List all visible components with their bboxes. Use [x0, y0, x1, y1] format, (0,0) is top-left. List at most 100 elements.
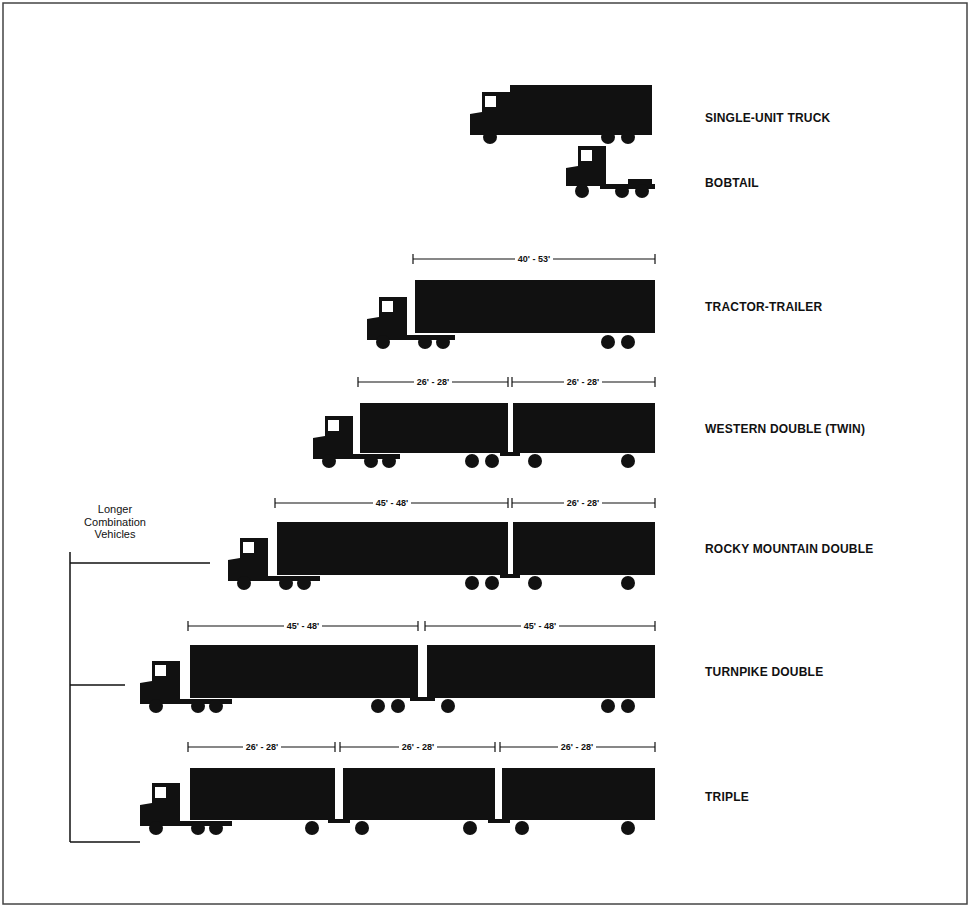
cab	[140, 783, 180, 823]
wheel	[191, 821, 205, 835]
dimension-line	[188, 621, 418, 631]
wheel	[376, 335, 390, 349]
trailer-box	[513, 403, 655, 453]
wheel	[621, 335, 635, 349]
wheel	[371, 699, 385, 713]
wheel	[209, 699, 223, 713]
wheel	[418, 335, 432, 349]
trailer-box	[277, 522, 508, 575]
wheel	[601, 699, 615, 713]
wheel	[621, 699, 635, 713]
dimension-text: 26' - 28'	[564, 498, 602, 508]
fifth-wheel	[628, 179, 652, 184]
cab	[367, 297, 407, 337]
drawbar	[488, 819, 510, 823]
wheel	[465, 454, 479, 468]
cab-window	[243, 542, 254, 553]
dimension-text: 40' - 53'	[515, 254, 553, 264]
wheel	[635, 184, 649, 198]
group-label: Longer Combination Vehicles	[69, 503, 161, 541]
wheel	[305, 821, 319, 835]
wheel	[149, 699, 163, 713]
drawbar	[328, 819, 350, 823]
drawbar	[500, 574, 520, 578]
trailer-box	[360, 403, 508, 453]
dimension-text: 26' - 28'	[564, 377, 602, 387]
wheel	[209, 821, 223, 835]
dimension-line	[500, 742, 655, 752]
truck-silhouettes	[140, 85, 655, 835]
dimension-text: 26' - 28'	[399, 742, 437, 752]
dimension-text: 26' - 28'	[243, 742, 281, 752]
vehicle-name: WESTERN DOUBLE (TWIN)	[705, 422, 865, 436]
cab-window	[485, 96, 496, 107]
dimension-text: 26' - 28'	[414, 377, 452, 387]
lcv-bracket	[70, 552, 210, 842]
wheel	[615, 184, 629, 198]
trailer-box	[415, 280, 655, 333]
wheel	[621, 821, 635, 835]
dimension-line	[425, 621, 655, 631]
frame	[3, 3, 967, 904]
wheel	[485, 576, 499, 590]
dimension-line	[413, 254, 655, 264]
dimension-line	[358, 377, 508, 387]
dimension-text: 26' - 28'	[558, 742, 596, 752]
drawbar	[410, 697, 435, 701]
cab	[566, 146, 606, 186]
wheel	[485, 454, 499, 468]
wheel	[621, 130, 635, 144]
wheel	[621, 454, 635, 468]
wheel	[297, 576, 311, 590]
cab	[140, 661, 180, 701]
wheel	[528, 576, 542, 590]
wheel	[601, 130, 615, 144]
wheel	[515, 821, 529, 835]
dimension-text: 45' - 48'	[284, 621, 322, 631]
vehicle-name: TRIPLE	[705, 790, 749, 804]
wheel	[322, 454, 336, 468]
cab-window	[328, 420, 339, 431]
wheel	[528, 454, 542, 468]
wheel	[382, 454, 396, 468]
trailer-box	[513, 522, 655, 575]
vehicle-name: ROCKY MOUNTAIN DOUBLE	[705, 542, 873, 556]
drawbar	[500, 452, 520, 456]
cab-window	[155, 665, 166, 676]
cab-window	[382, 301, 393, 312]
cab	[228, 538, 268, 578]
wheel	[463, 821, 477, 835]
vehicle-name: BOBTAIL	[705, 176, 759, 190]
trailer-box	[502, 768, 655, 820]
wheel	[355, 821, 369, 835]
cab-window	[581, 150, 592, 161]
wheel	[483, 130, 497, 144]
wheel	[391, 699, 405, 713]
wheel	[575, 184, 589, 198]
wheel	[279, 576, 293, 590]
wheel	[149, 821, 163, 835]
trailer-box	[510, 85, 652, 135]
wheel	[465, 576, 479, 590]
wheel	[436, 335, 450, 349]
trailer-box	[190, 768, 335, 820]
trailer-box	[190, 645, 418, 698]
wheel	[364, 454, 378, 468]
trailer-box	[427, 645, 655, 698]
wheel	[621, 576, 635, 590]
wheel	[441, 699, 455, 713]
cab	[470, 92, 510, 132]
dimension-lines	[188, 254, 655, 752]
dimension-line	[188, 742, 335, 752]
dimension-text: 45' - 48'	[373, 498, 411, 508]
wheel	[237, 576, 251, 590]
dimension-line	[340, 742, 495, 752]
dimension-line	[512, 498, 655, 508]
dimension-line	[275, 498, 508, 508]
dimension-line	[512, 377, 655, 387]
trailer-box	[343, 768, 495, 820]
vehicle-name: SINGLE-UNIT TRUCK	[705, 111, 830, 125]
cab	[313, 416, 353, 456]
wheel	[601, 335, 615, 349]
